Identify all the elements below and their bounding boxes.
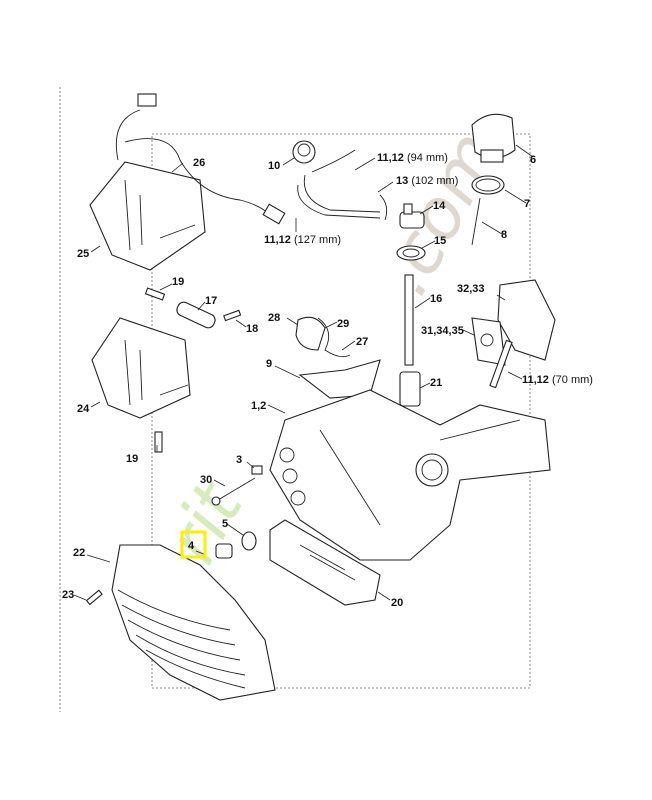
callout-29: 29	[337, 318, 349, 330]
part-29-spring	[317, 317, 351, 358]
part-1-2-crankcase	[269, 389, 551, 561]
callout-24: 24	[77, 403, 90, 415]
part-11-12-hoses	[297, 149, 388, 221]
part-10-valve	[292, 140, 316, 164]
part-23-screw	[85, 589, 103, 606]
callout-4: 4	[188, 540, 195, 552]
callout-26: 26	[193, 157, 205, 169]
callout-32-33: 32,33	[457, 283, 485, 295]
callout-28: 28	[268, 312, 280, 324]
leader-lines	[73, 144, 534, 601]
part-19-screw	[144, 287, 166, 301]
part-26-cable	[115, 93, 286, 225]
callout-4-highlight	[180, 530, 207, 559]
part-5-washer	[241, 531, 257, 551]
callout-23: 23	[62, 589, 74, 601]
part-11-12-70-hose	[489, 339, 513, 389]
callout-22: 22	[73, 547, 85, 559]
callout-20: 20	[391, 597, 403, 609]
callout-27: 27	[356, 336, 368, 348]
callout-10: 10	[268, 160, 280, 172]
part-8-rod	[471, 197, 481, 246]
part-3-sleeve	[251, 465, 263, 475]
callout-13: 13 (102 mm)	[396, 175, 458, 187]
part-16-tube	[404, 274, 414, 366]
callout-14: 14	[433, 200, 446, 212]
callout-3: 3	[236, 454, 242, 466]
part-18-screw	[223, 309, 242, 322]
callout-25: 25	[77, 248, 89, 260]
part-4-stud	[215, 543, 233, 559]
callout-labels: 26 10 11,12 (94 mm) 13 (102 mm) 6 7 14 8…	[62, 152, 593, 609]
callout-18: 18	[246, 323, 258, 335]
callout-11-12-127: 11,12 (127 mm)	[264, 234, 341, 246]
inner-frame	[151, 133, 531, 689]
part-31-34-35-gasket	[471, 317, 506, 366]
part-24-shroud	[91, 317, 191, 419]
part-21-filter	[399, 371, 421, 407]
part-28-clamp	[295, 316, 326, 351]
callout-1-2: 1,2	[251, 400, 266, 412]
part-30-bolt	[211, 477, 256, 506]
part-20-rail	[269, 519, 381, 606]
callout-11-12-70: 11,12 (70 mm)	[522, 374, 593, 386]
callout-8: 8	[501, 229, 507, 241]
callout-21: 21	[430, 377, 442, 389]
callout-16: 16	[430, 293, 442, 305]
callout-9: 9	[266, 358, 272, 370]
part-22-cover	[111, 544, 276, 701]
part-7-oring	[471, 175, 505, 195]
callout-6: 6	[530, 154, 536, 166]
part-15-seal	[396, 245, 426, 261]
callout-5: 5	[222, 518, 228, 530]
part-19b-screw	[154, 431, 163, 453]
callout-19-lower: 19	[126, 453, 138, 465]
callout-11-12-94: 11,12 (94 mm)	[377, 152, 448, 164]
part-9-plate	[298, 359, 381, 399]
callout-17: 17	[205, 295, 217, 307]
callout-19-upper: 19	[172, 276, 184, 288]
part-14-fuel-pump	[399, 203, 425, 229]
callout-7: 7	[524, 198, 530, 210]
callout-31-34-35: 31,34,35	[421, 325, 464, 337]
callout-30: 30	[200, 474, 212, 486]
part-32-33-carburetor	[497, 279, 556, 361]
callout-15: 15	[434, 235, 446, 247]
part-25-shroud	[89, 161, 206, 271]
part-6-cap	[471, 113, 516, 163]
